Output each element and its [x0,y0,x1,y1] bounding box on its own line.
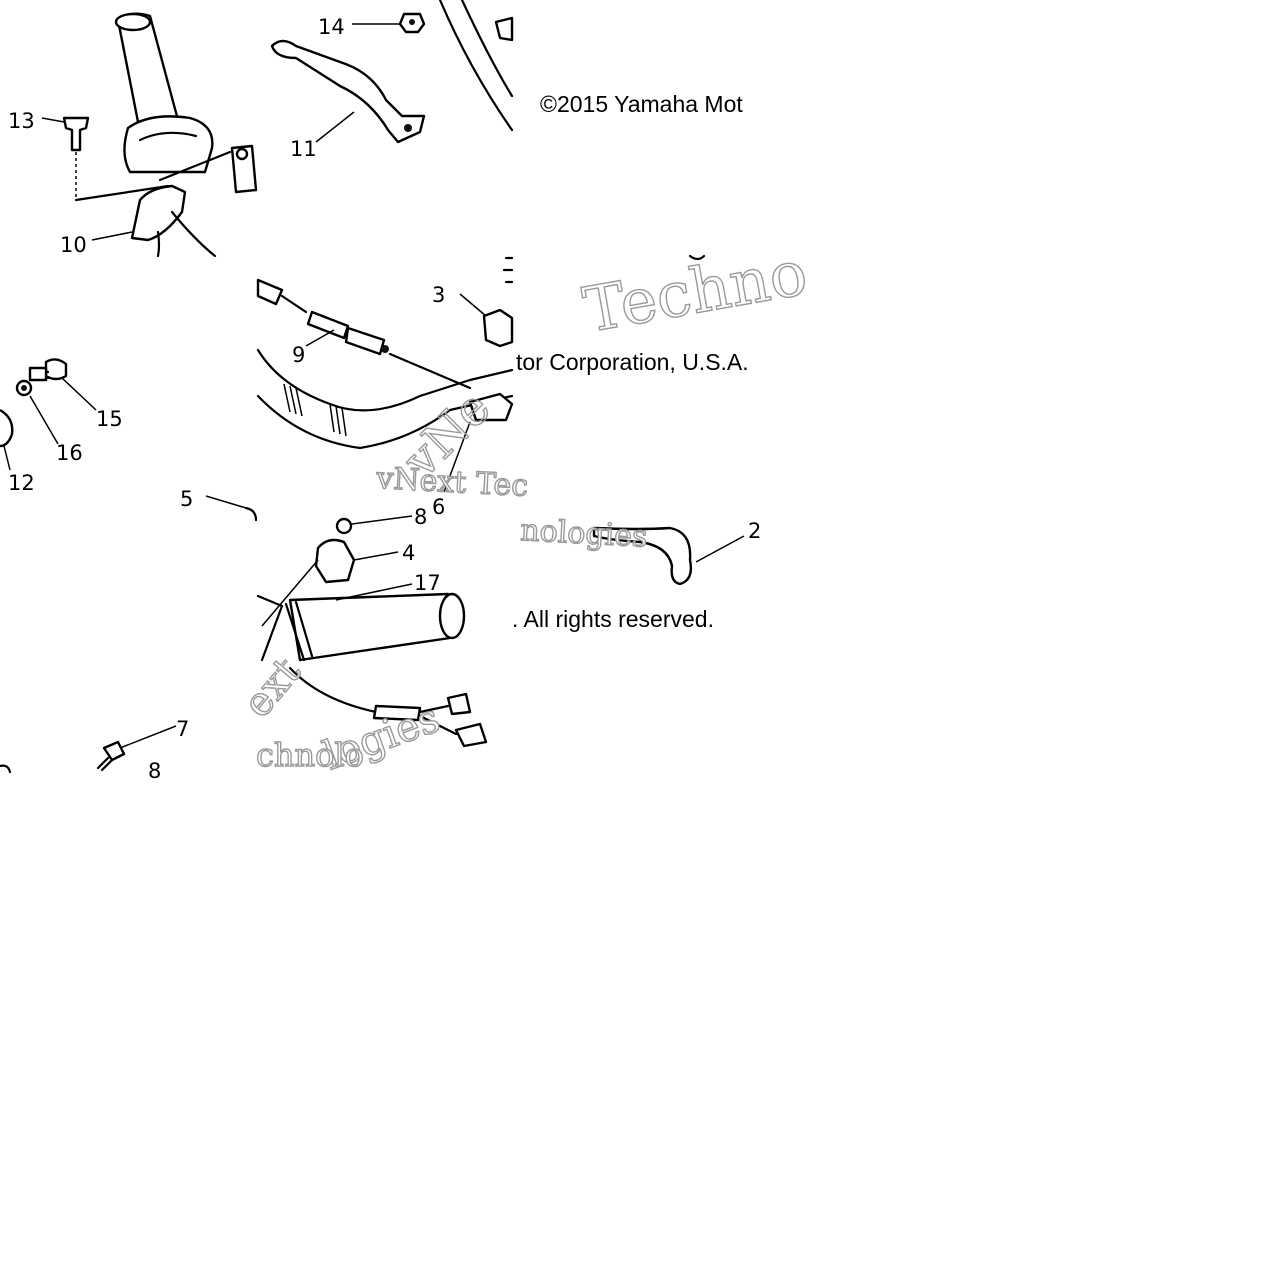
callout-15: 15 [96,407,123,431]
callout-5: 5 [180,487,193,511]
callout-17: 17 [414,571,441,595]
leader-5 [205,495,247,509]
cable-9 [306,310,350,340]
watermark-techno: Techno [578,236,812,347]
callout-16: 16 [56,441,83,465]
callout-10: 10 [60,233,87,257]
throttle-grip-tube [116,12,180,134]
bolt-13 [62,116,90,152]
watermark-ext: ext [234,649,309,726]
watermark-vnext: vNext Tec [375,461,529,504]
leader-9 [305,329,335,347]
callout-2: 2 [748,519,761,543]
watermark-nologies: nologies [520,513,649,555]
leader-8 [351,515,413,525]
leader-3 [459,293,487,317]
tile-copyright-mid: Techno tor Corporation, U.S.A. [516,235,813,375]
bracket-10 [130,184,187,242]
copyright-line-2: tor Corporation, U.S.A. [516,349,749,375]
grip-end [114,12,152,32]
callout-7: 7 [176,717,189,741]
leader-11 [315,111,355,143]
leader-15 [61,377,97,411]
watermarks: vNext Tec vNe nologies ext logies chnolo [234,379,649,780]
callout-13: 13 [8,109,35,133]
callout-14: 14 [318,15,345,39]
leader-16 [29,395,59,445]
leader-17 [335,583,413,601]
tile-switch-grip: 8 4 17 [256,505,488,748]
leader-4 [353,551,399,561]
lever-11 [270,39,426,144]
tile-handlebar: 9 3 6 [256,256,514,519]
callout-4: 4 [402,541,415,565]
callout-9: 9 [292,343,305,367]
leader-12 [3,445,11,471]
tile-lever: 14 11 [270,0,514,161]
grip-17 [288,592,458,662]
throttle-housing [123,115,214,174]
callout-8: 8 [414,505,427,529]
watermark-chnolo: chnolo [256,736,364,774]
leader-2 [695,535,745,563]
leader-13 [41,117,65,123]
bolt-15 [44,358,68,381]
tile-small-bolts: 15 16 12 [0,358,123,495]
callout-12: 12 [8,471,35,495]
leader-6 [443,421,471,493]
clip-12 [0,408,14,448]
lever-2 [592,526,693,586]
tile-throttle-housing: 13 10 [8,12,258,258]
tile-copyright-top: ©2015 Yamaha Mot [540,91,743,117]
copyright-line-3: . All rights reserved. [512,606,714,632]
tile-bolt-7: 5 7 8 [0,487,258,783]
leader-10 [91,231,133,241]
clamp-4 [314,538,356,584]
washer-8 [335,517,353,535]
callout-11: 11 [290,137,317,161]
callout-8b: 8 [148,759,161,783]
copyright-line-1: ©2015 Yamaha Mot [540,91,743,117]
bolt-7 [102,740,126,762]
callout-6: 6 [432,495,445,519]
tile-lever-2: 2 . All rights reserved. [512,519,761,632]
leader-7 [119,725,177,749]
callout-3: 3 [432,283,445,307]
part-3 [482,308,514,348]
